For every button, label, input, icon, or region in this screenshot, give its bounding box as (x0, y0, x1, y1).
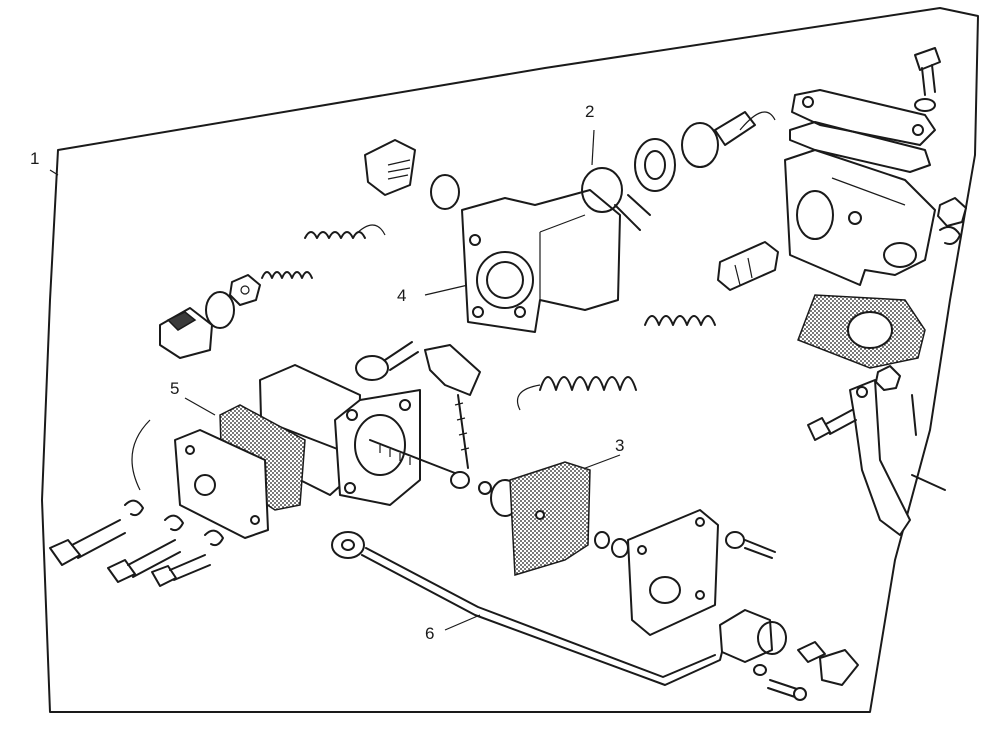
lower-cover-plate (627, 509, 719, 636)
callout-5: 5 (170, 379, 180, 398)
relief-spring-lower (261, 271, 313, 279)
banjo-fitting (719, 609, 787, 663)
leader-6 (444, 614, 481, 631)
small-screw-bottom (753, 664, 807, 701)
valve-cap (159, 307, 213, 359)
callout-3: 3 (615, 436, 625, 455)
leader-2 (591, 129, 595, 166)
flange-gasket-right (797, 294, 926, 369)
relief-spring-upper (304, 224, 386, 239)
lock-washer-right (939, 225, 961, 245)
end-cover-plate (131, 419, 269, 539)
callout-4: 4 (397, 286, 407, 305)
bolt-short-lower-left (151, 554, 211, 587)
valve-body-right (784, 149, 936, 286)
relief-valve-plug (364, 139, 416, 196)
banjo-bolt (797, 641, 859, 686)
hex-nut-lever (875, 365, 901, 391)
lock-washers-lower-left (124, 499, 224, 547)
hex-nut-small (229, 274, 261, 306)
leader-1 (49, 169, 59, 176)
callout-2: 2 (585, 102, 595, 121)
washer-ring (205, 291, 235, 329)
diaphragm-assembly (490, 461, 591, 576)
pin-upper-right (911, 394, 917, 436)
spring-medium (644, 315, 716, 326)
pump-housing-upper (461, 189, 621, 333)
assembly-boundary-frame (41, 7, 979, 713)
lever-arm-right (849, 379, 911, 536)
valve-stem-center (369, 439, 492, 495)
leader-4 (424, 284, 469, 296)
bolt-medium-lower-left (107, 539, 181, 583)
callout-6: 6 (425, 624, 435, 643)
washers-center (594, 531, 629, 558)
sealing-ring-small (430, 174, 460, 210)
flange-plate-center (334, 389, 421, 506)
callout-1: 1 (30, 149, 40, 168)
bolt-top-right (914, 47, 941, 112)
spring-large (516, 376, 637, 411)
leader-lines (49, 129, 621, 631)
top-cover-plate (791, 89, 936, 146)
cover-gasket (789, 121, 931, 173)
push-rod (454, 394, 470, 469)
bolt-lever (807, 409, 857, 441)
leader-5 (184, 397, 216, 416)
bolt-long-lower-left (49, 519, 126, 566)
inlet-fitting (717, 241, 779, 291)
drive-shaft-assembly (581, 111, 776, 231)
bolt-center-top (355, 341, 419, 381)
rocker-lever-center (424, 344, 481, 396)
hex-nut-right (937, 197, 967, 227)
pin-lower-right (911, 474, 946, 491)
screw-lower-right (725, 531, 776, 559)
fuel-line-tube (331, 531, 726, 686)
leader-3 (579, 454, 621, 471)
